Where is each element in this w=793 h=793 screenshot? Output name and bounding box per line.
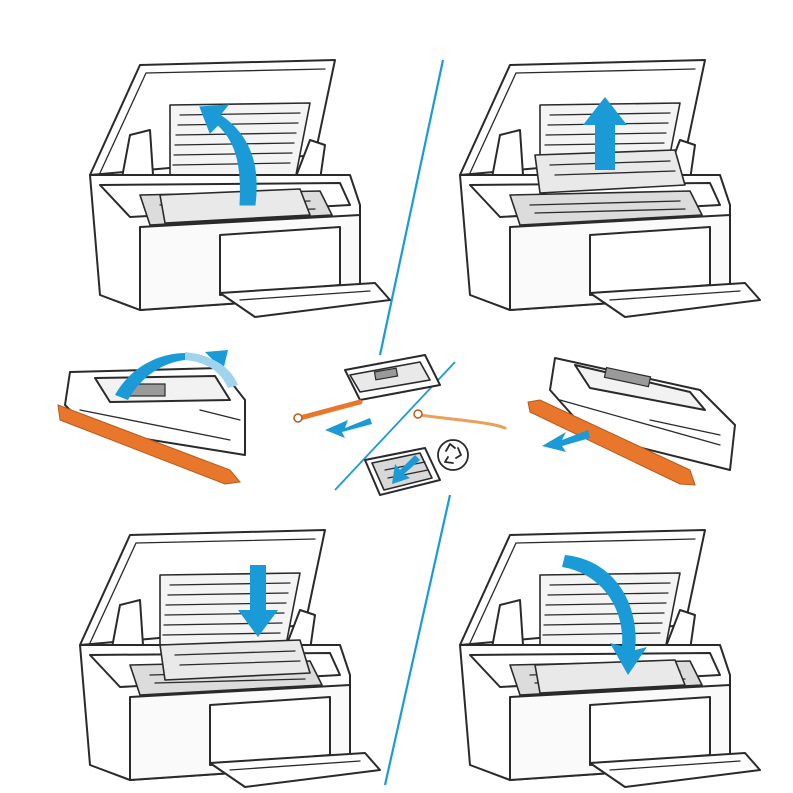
- step-open-lid: [89, 59, 391, 318]
- shipping-lock-orange: [527, 399, 696, 486]
- rotate-arrow-light: [185, 352, 238, 388]
- pull-direction-arrow-left: [325, 418, 372, 438]
- step-remove-toner: [459, 59, 761, 318]
- divider-lines: [334, 59, 456, 786]
- step-close-lid: [459, 529, 761, 788]
- pull-direction-arrow-right: [542, 430, 590, 452]
- sealing-tape-tab: [57, 404, 241, 485]
- insert-box-arrow: [392, 455, 420, 484]
- lift-lid-arrow: [199, 104, 257, 206]
- recycle-icon: [437, 439, 469, 471]
- step-pull-tape-recycle: [293, 354, 507, 496]
- step-insert-toner: [79, 529, 381, 788]
- rotate-arrow-dark: [115, 350, 228, 400]
- insert-toner-arrow: [238, 565, 278, 637]
- close-lid-arrow: [562, 555, 647, 675]
- remove-toner-arrow: [583, 97, 627, 170]
- step-rotate-cartridge: [57, 350, 246, 485]
- step-remove-shipping-lock: [527, 357, 736, 486]
